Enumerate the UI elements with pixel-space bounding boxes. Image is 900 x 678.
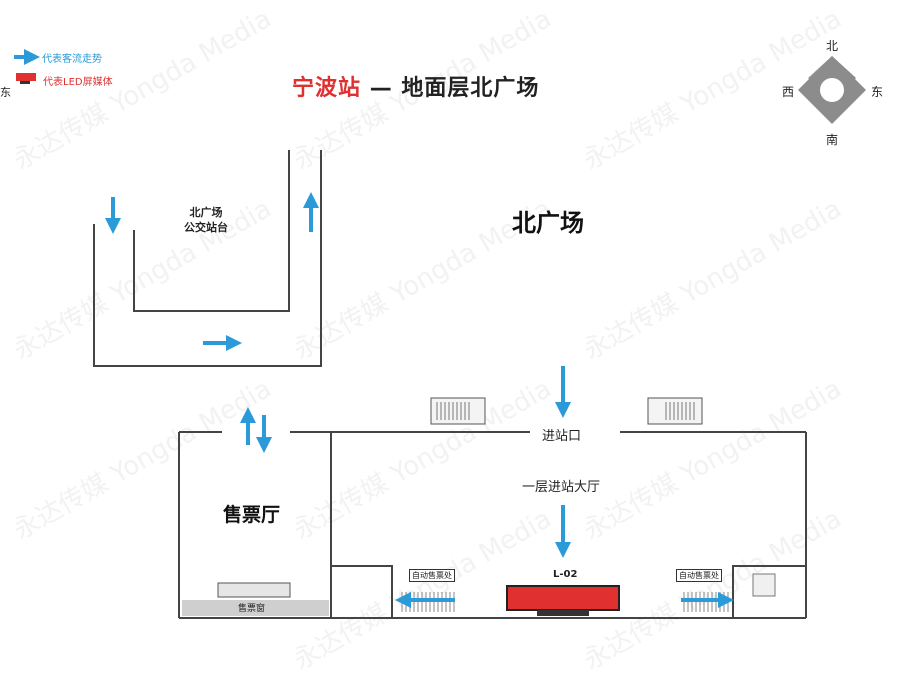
- entrance-label: 进站口: [542, 429, 582, 444]
- page-title: 宁波站 — 地面层北广场: [292, 70, 539, 102]
- vending-right-label: 自动售票处: [676, 569, 722, 582]
- plaza-label: 北广场: [512, 209, 584, 237]
- bus-stop-label-line1: 北广场: [189, 206, 223, 219]
- ticket-counter-area: [182, 600, 329, 616]
- kiosk-icon: [752, 573, 776, 597]
- ticket-hall-label: 售票厅: [223, 504, 281, 526]
- flow-arrows: [105, 192, 734, 608]
- hall-label: 一层进站大厅: [522, 480, 601, 495]
- machine-left-icon: [430, 397, 486, 425]
- title-dash: —: [369, 76, 393, 101]
- watermark-text-6: 永达传媒 Yongda Media: [579, 194, 847, 366]
- led-screen-icon: [506, 585, 620, 616]
- ticket-window-icon: [217, 582, 291, 598]
- compass-icon: [798, 56, 866, 124]
- compass-west-label: 西: [782, 85, 795, 99]
- watermark-text-1: 永达传媒 Yongda Media: [9, 4, 277, 176]
- title-station: 宁波站: [292, 76, 362, 101]
- bus-stop-label: 北广场 公交站台: [170, 205, 242, 235]
- machine-right-icon: [647, 397, 703, 425]
- ticket-counter-label: 售票窗: [238, 604, 266, 614]
- legend-led-screen-icon: [16, 73, 36, 84]
- vending-left-label: 自动售票处: [409, 569, 455, 582]
- led-code-label: L-02: [553, 569, 578, 580]
- bus-stop-road: [93, 150, 322, 367]
- legend-led-label: 代表LED屏媒体: [43, 77, 113, 88]
- bus-stop-label-line2: 公交站台: [184, 221, 228, 234]
- compass-north-label: 北: [826, 39, 839, 53]
- compass-east-label: 东: [871, 85, 884, 99]
- building-outline: [178, 431, 807, 619]
- legend-cut-text: 东: [0, 86, 11, 99]
- legend-flow-label: 代表客流走势: [42, 54, 102, 65]
- title-subtitle: 地面层北广场: [401, 76, 540, 101]
- compass-south-label: 南: [826, 133, 839, 147]
